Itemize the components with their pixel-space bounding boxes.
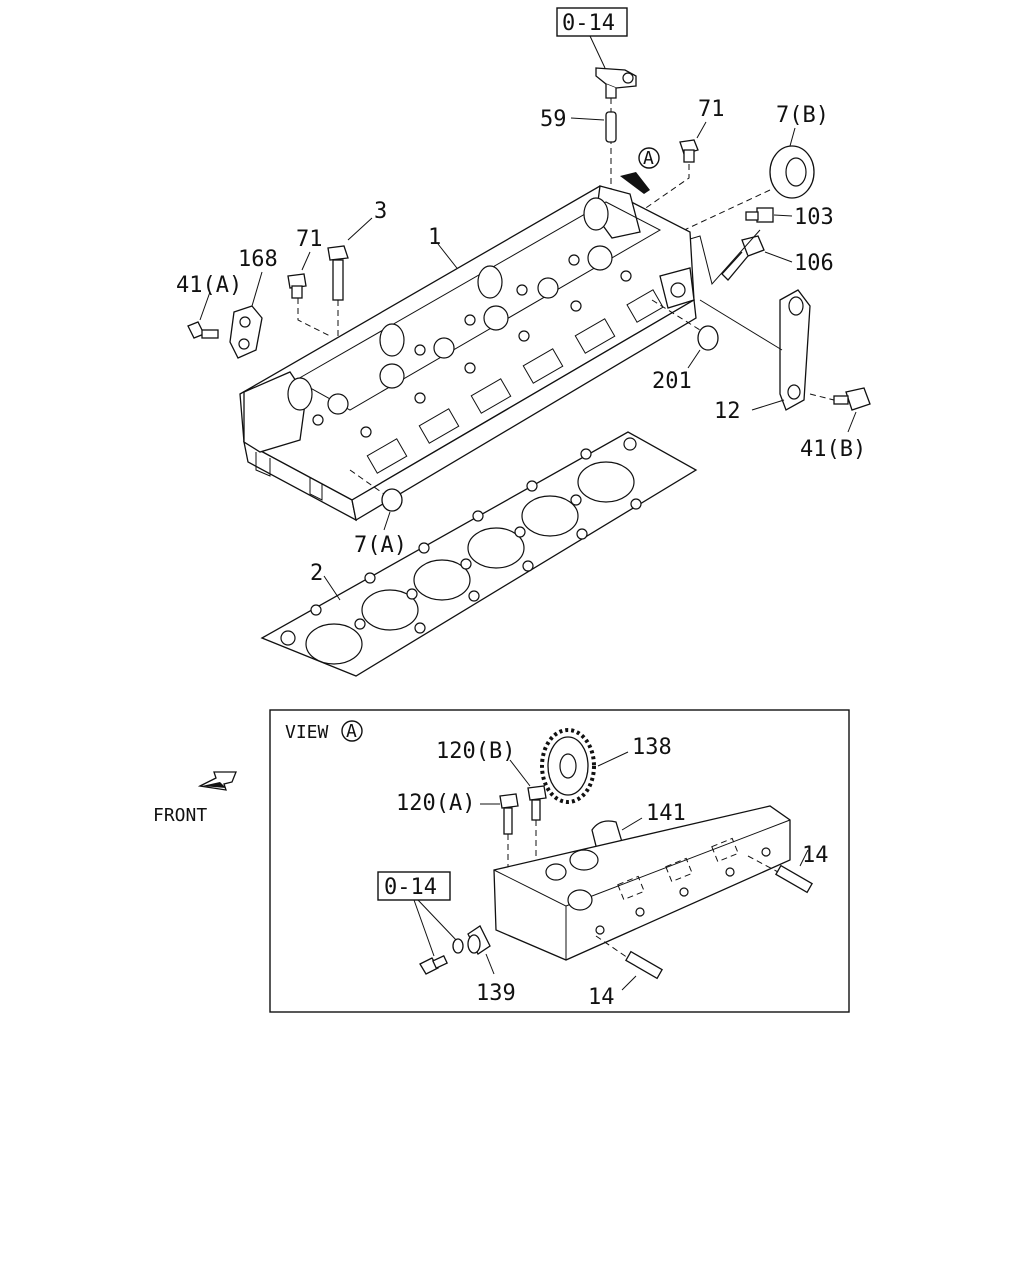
gear-138	[540, 728, 596, 804]
bolt-41b	[833, 387, 871, 411]
view-a-circle-marker: A	[341, 720, 363, 742]
bolt-3	[327, 245, 349, 301]
stud-14-right	[775, 864, 813, 894]
washer	[452, 938, 464, 954]
reference-box-0-14-top[interactable]: 0-14	[556, 7, 628, 37]
callout-71-left: 71	[296, 227, 323, 252]
callout-14-right: 14	[802, 843, 829, 868]
view-title: VIEW	[285, 722, 329, 743]
bolt-41a	[187, 321, 219, 339]
bolt-120b	[527, 785, 547, 821]
bolt-71-left	[287, 273, 307, 299]
cylinder-head	[239, 185, 697, 522]
front-label: FRONT	[153, 805, 207, 826]
bolt-71-top	[679, 139, 699, 163]
bolt-120a	[499, 793, 519, 835]
callout-71-top: 71	[698, 97, 725, 122]
callout-141: 141	[646, 801, 686, 826]
callout-59: 59	[540, 107, 567, 132]
callout-2: 2	[310, 561, 323, 586]
callout-7b: 7(B)	[776, 103, 829, 128]
front-arrow-icon	[197, 771, 237, 791]
rocker-arm-bracket	[595, 67, 637, 99]
callout-120b: 120(B)	[436, 739, 515, 764]
stud-106	[721, 235, 765, 281]
callout-139: 139	[476, 981, 516, 1006]
plug-139	[467, 925, 491, 955]
plug-201	[697, 325, 719, 351]
reference-box-0-14-view[interactable]: 0-14	[377, 871, 451, 901]
view-a-marker: A	[620, 147, 660, 194]
bolt-103	[745, 207, 774, 223]
cylinder-head-front-view	[493, 805, 791, 961]
callout-7a: 7(A)	[354, 533, 407, 558]
callout-103: 103	[794, 205, 834, 230]
callout-41b: 41(B)	[800, 437, 866, 462]
plug-7a	[381, 488, 403, 512]
callout-106: 106	[794, 251, 834, 276]
bracket-12	[779, 289, 811, 411]
callout-168: 168	[238, 247, 278, 272]
svg-text:A: A	[346, 721, 357, 742]
bracket-168	[229, 305, 263, 359]
callout-201: 201	[652, 369, 692, 394]
callout-14-bottom: 14	[588, 985, 615, 1010]
callout-3: 3	[374, 199, 387, 224]
callout-120a: 120(A)	[396, 791, 475, 816]
svg-text:0-14: 0-14	[384, 875, 437, 900]
svg-text:A: A	[643, 148, 654, 169]
seal-plug-7b	[769, 145, 815, 199]
svg-text:0-14: 0-14	[562, 11, 615, 36]
callout-41a: 41(A)	[176, 273, 242, 298]
callout-138: 138	[632, 735, 672, 760]
stud-14-bottom	[625, 950, 663, 980]
head-gasket	[260, 431, 698, 677]
bolt-small	[419, 954, 448, 975]
pin-59	[605, 111, 617, 143]
callout-1: 1	[428, 225, 441, 250]
callout-12: 12	[714, 399, 741, 424]
view-a-panel	[269, 709, 850, 1013]
